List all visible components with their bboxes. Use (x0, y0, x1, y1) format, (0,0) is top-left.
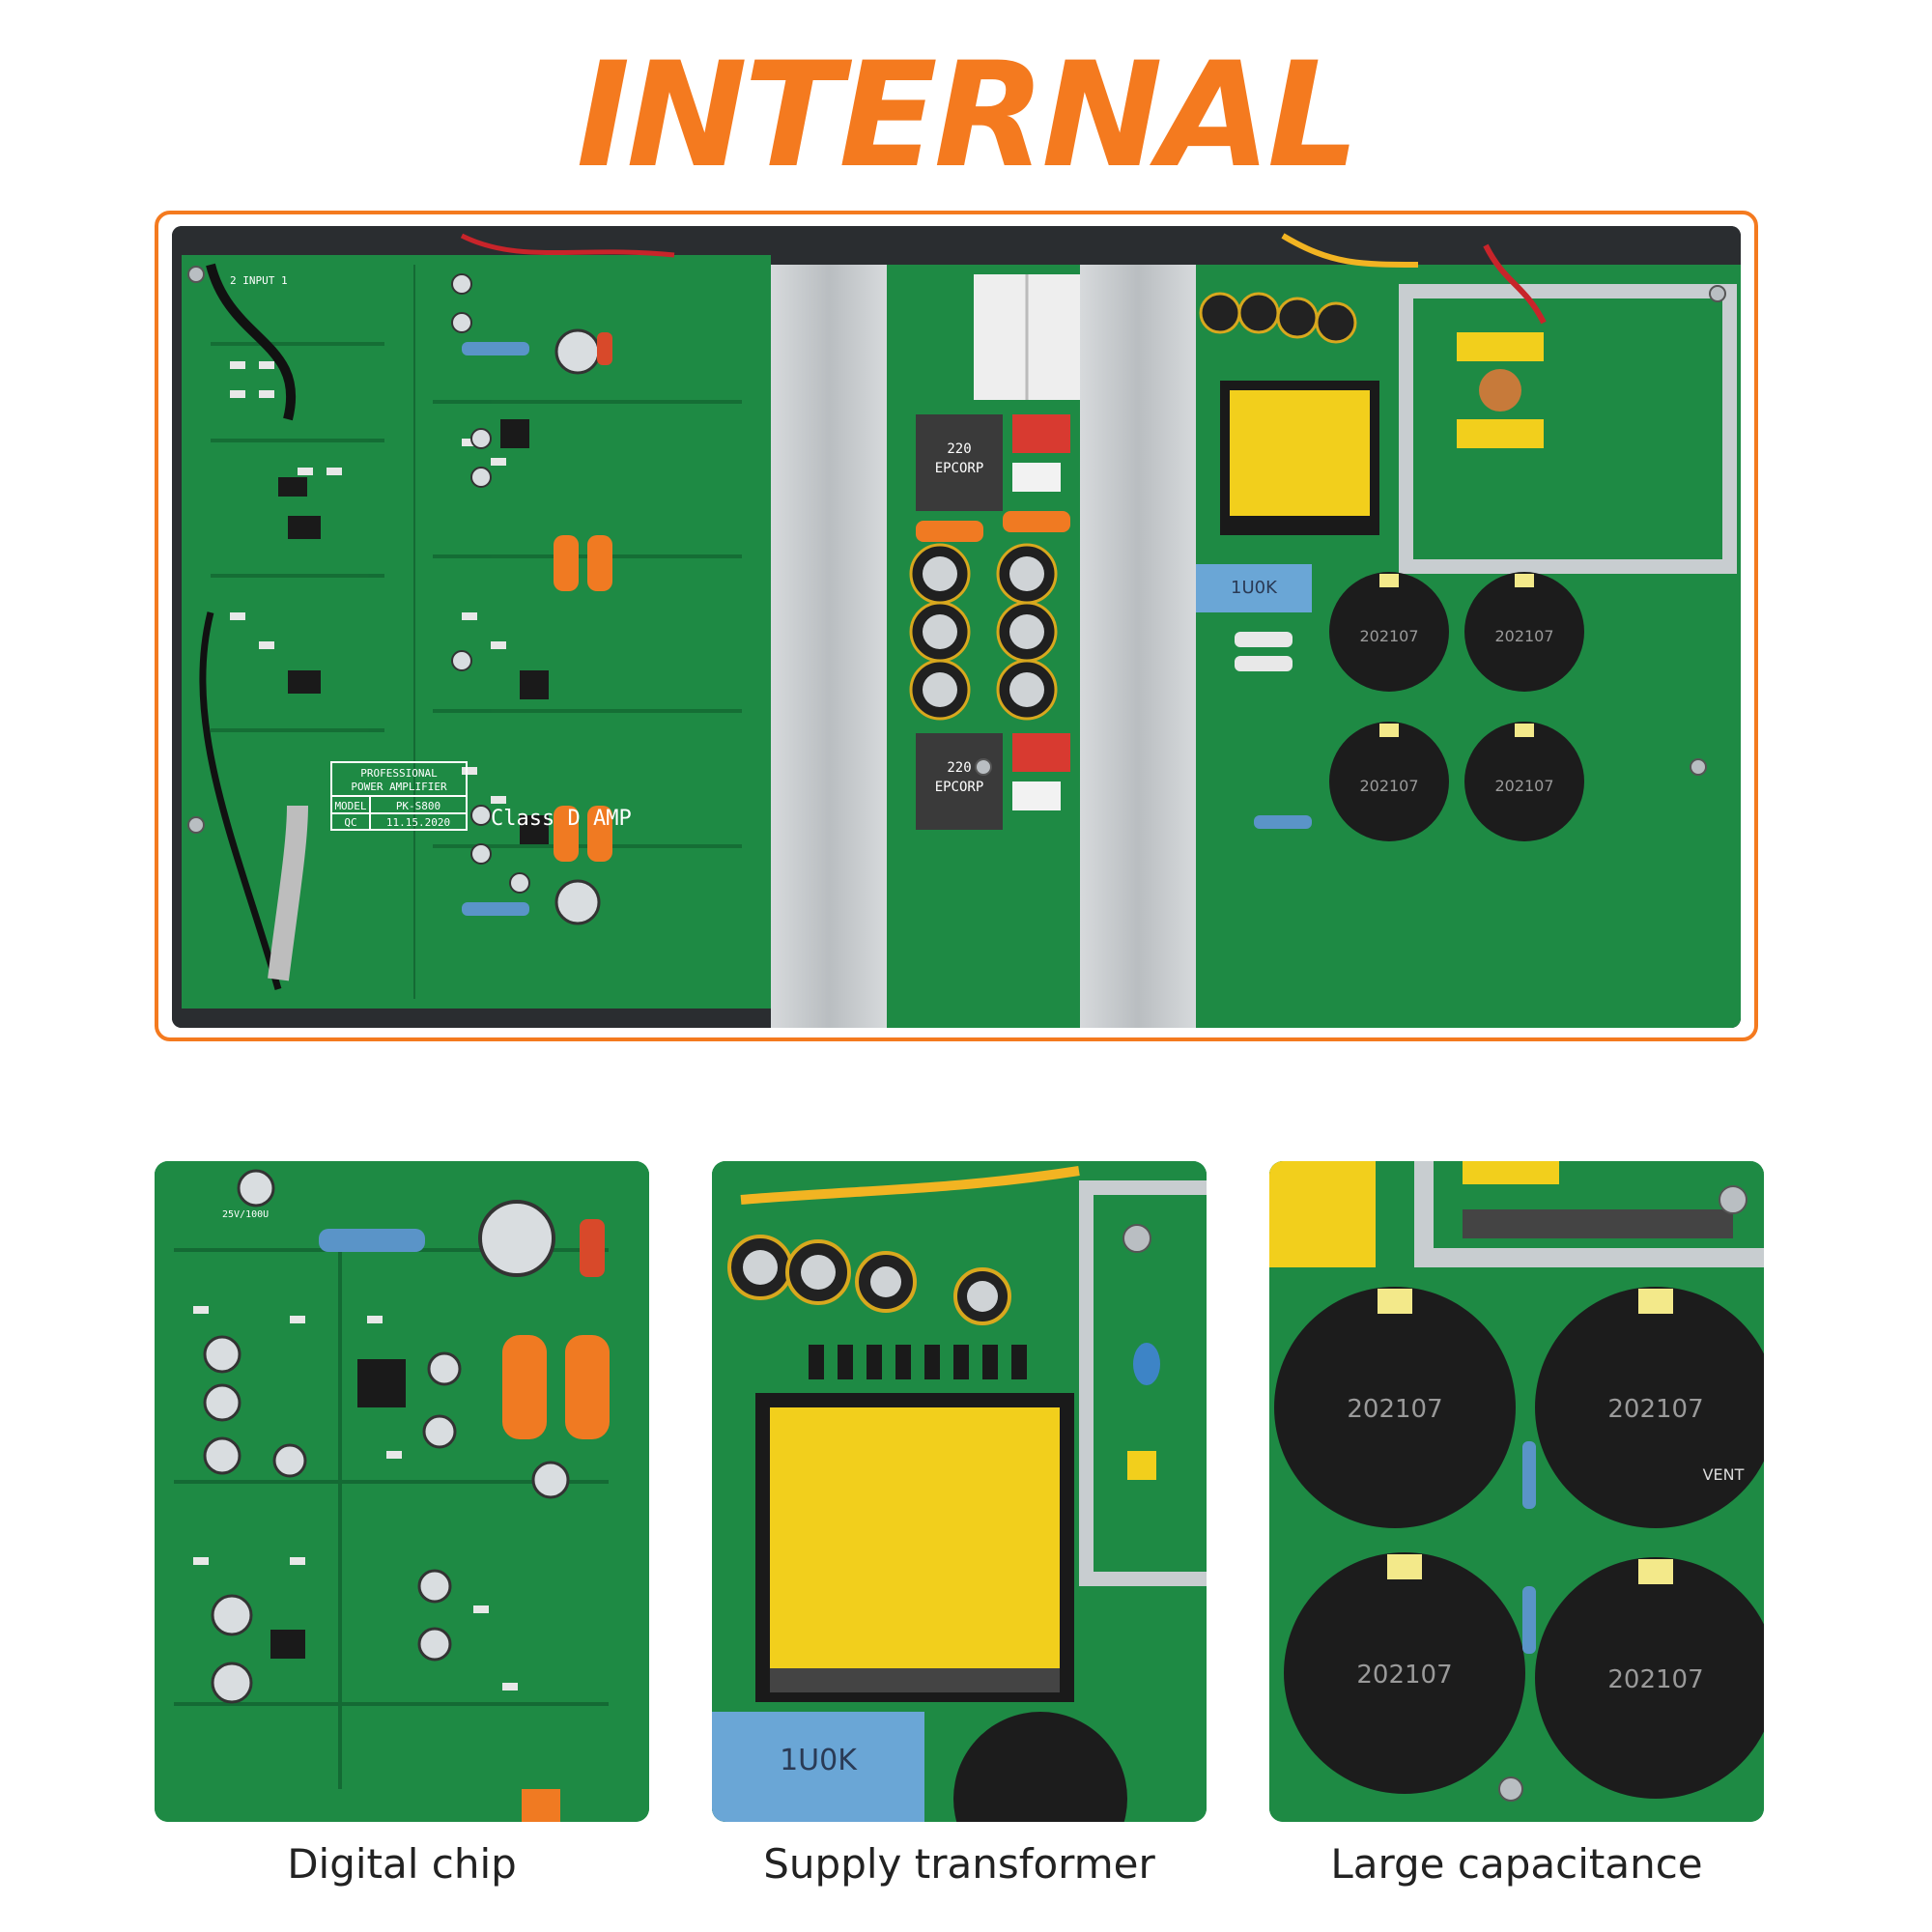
svg-text:EPCORP: EPCORP (935, 461, 984, 476)
reservoir-capacitors-closeup (1274, 1287, 1764, 1799)
svg-text:220: 220 (947, 441, 971, 457)
chip-photo-icon: 25V/100U (155, 1161, 649, 1822)
digital-chip (357, 1359, 406, 1407)
caption-digital-chip: Digital chip (287, 1840, 517, 1888)
board-label-power-amplifier: POWER AMPLIFIER (351, 781, 447, 793)
supply-transformer-closeup (755, 1393, 1074, 1702)
closeup-code-4: 202107 (1607, 1665, 1703, 1694)
board-label-professional: PROFESSIONAL (360, 767, 438, 780)
reservoir-capacitors (1329, 572, 1584, 841)
board-label-qc: QC (344, 816, 356, 829)
output-inductor-bottom: 220 EPCORP (916, 733, 1003, 830)
svg-text:1U0K: 1U0K (780, 1744, 858, 1777)
svg-text:1U0K: 1U0K (1231, 578, 1278, 598)
headline-text: INTERNAL (576, 32, 1360, 200)
closeup-code-2: 202107 (1607, 1395, 1703, 1424)
headline: INTERNAL (0, 39, 1932, 193)
signal-board (182, 255, 771, 1009)
caption-large-capacitance: Large capacitance (1330, 1840, 1703, 1888)
supply-transformer (1220, 381, 1379, 535)
transformer-photo-icon: 1U0K (712, 1161, 1207, 1822)
thumb-supply-transformer: 1U0K (712, 1161, 1207, 1822)
closeup-code-1: 202107 (1347, 1395, 1442, 1424)
reservoir-code-4: 202107 (1494, 777, 1553, 795)
caption-supply-transformer: Supply transformer (763, 1840, 1155, 1888)
film-capacitor: 1U0K (1196, 564, 1312, 612)
svg-text:EPCORP: EPCORP (935, 780, 984, 795)
output-inductor-top: 220 EPCORP (916, 414, 1003, 511)
pcb-illustration: PROFESSIONAL POWER AMPLIFIER MODEL PK-S8… (172, 226, 1741, 1028)
board-label-class-d: Class D AMP (491, 807, 632, 831)
hero-board-photo: PROFESSIONAL POWER AMPLIFIER MODEL PK-S8… (172, 226, 1741, 1028)
board-label-qc-date: 11.15.2020 (386, 816, 450, 829)
reservoir-code-1: 202107 (1359, 627, 1418, 645)
board-label-model-value: PK-S800 (396, 800, 440, 812)
board-label-model: MODEL (334, 800, 366, 812)
film-capacitor-closeup: 1U0K (712, 1712, 924, 1822)
reservoir-code-3: 202107 (1359, 777, 1418, 795)
thumb-digital-chip: 25V/100U (155, 1161, 649, 1822)
thumb-large-capacitance: 202107 202107 202107 202107 VENT (1269, 1161, 1764, 1822)
svg-text:220: 220 (947, 760, 971, 776)
board-label-input: 2 INPUT 1 (230, 274, 288, 287)
reservoir-code-2: 202107 (1494, 627, 1553, 645)
closeup-vent-label: VENT (1703, 1465, 1745, 1484)
chip-board-label: 25V/100U (222, 1209, 269, 1220)
capacitor-photo-icon: 202107 202107 202107 202107 VENT (1269, 1161, 1764, 1822)
closeup-code-3: 202107 (1356, 1661, 1452, 1690)
